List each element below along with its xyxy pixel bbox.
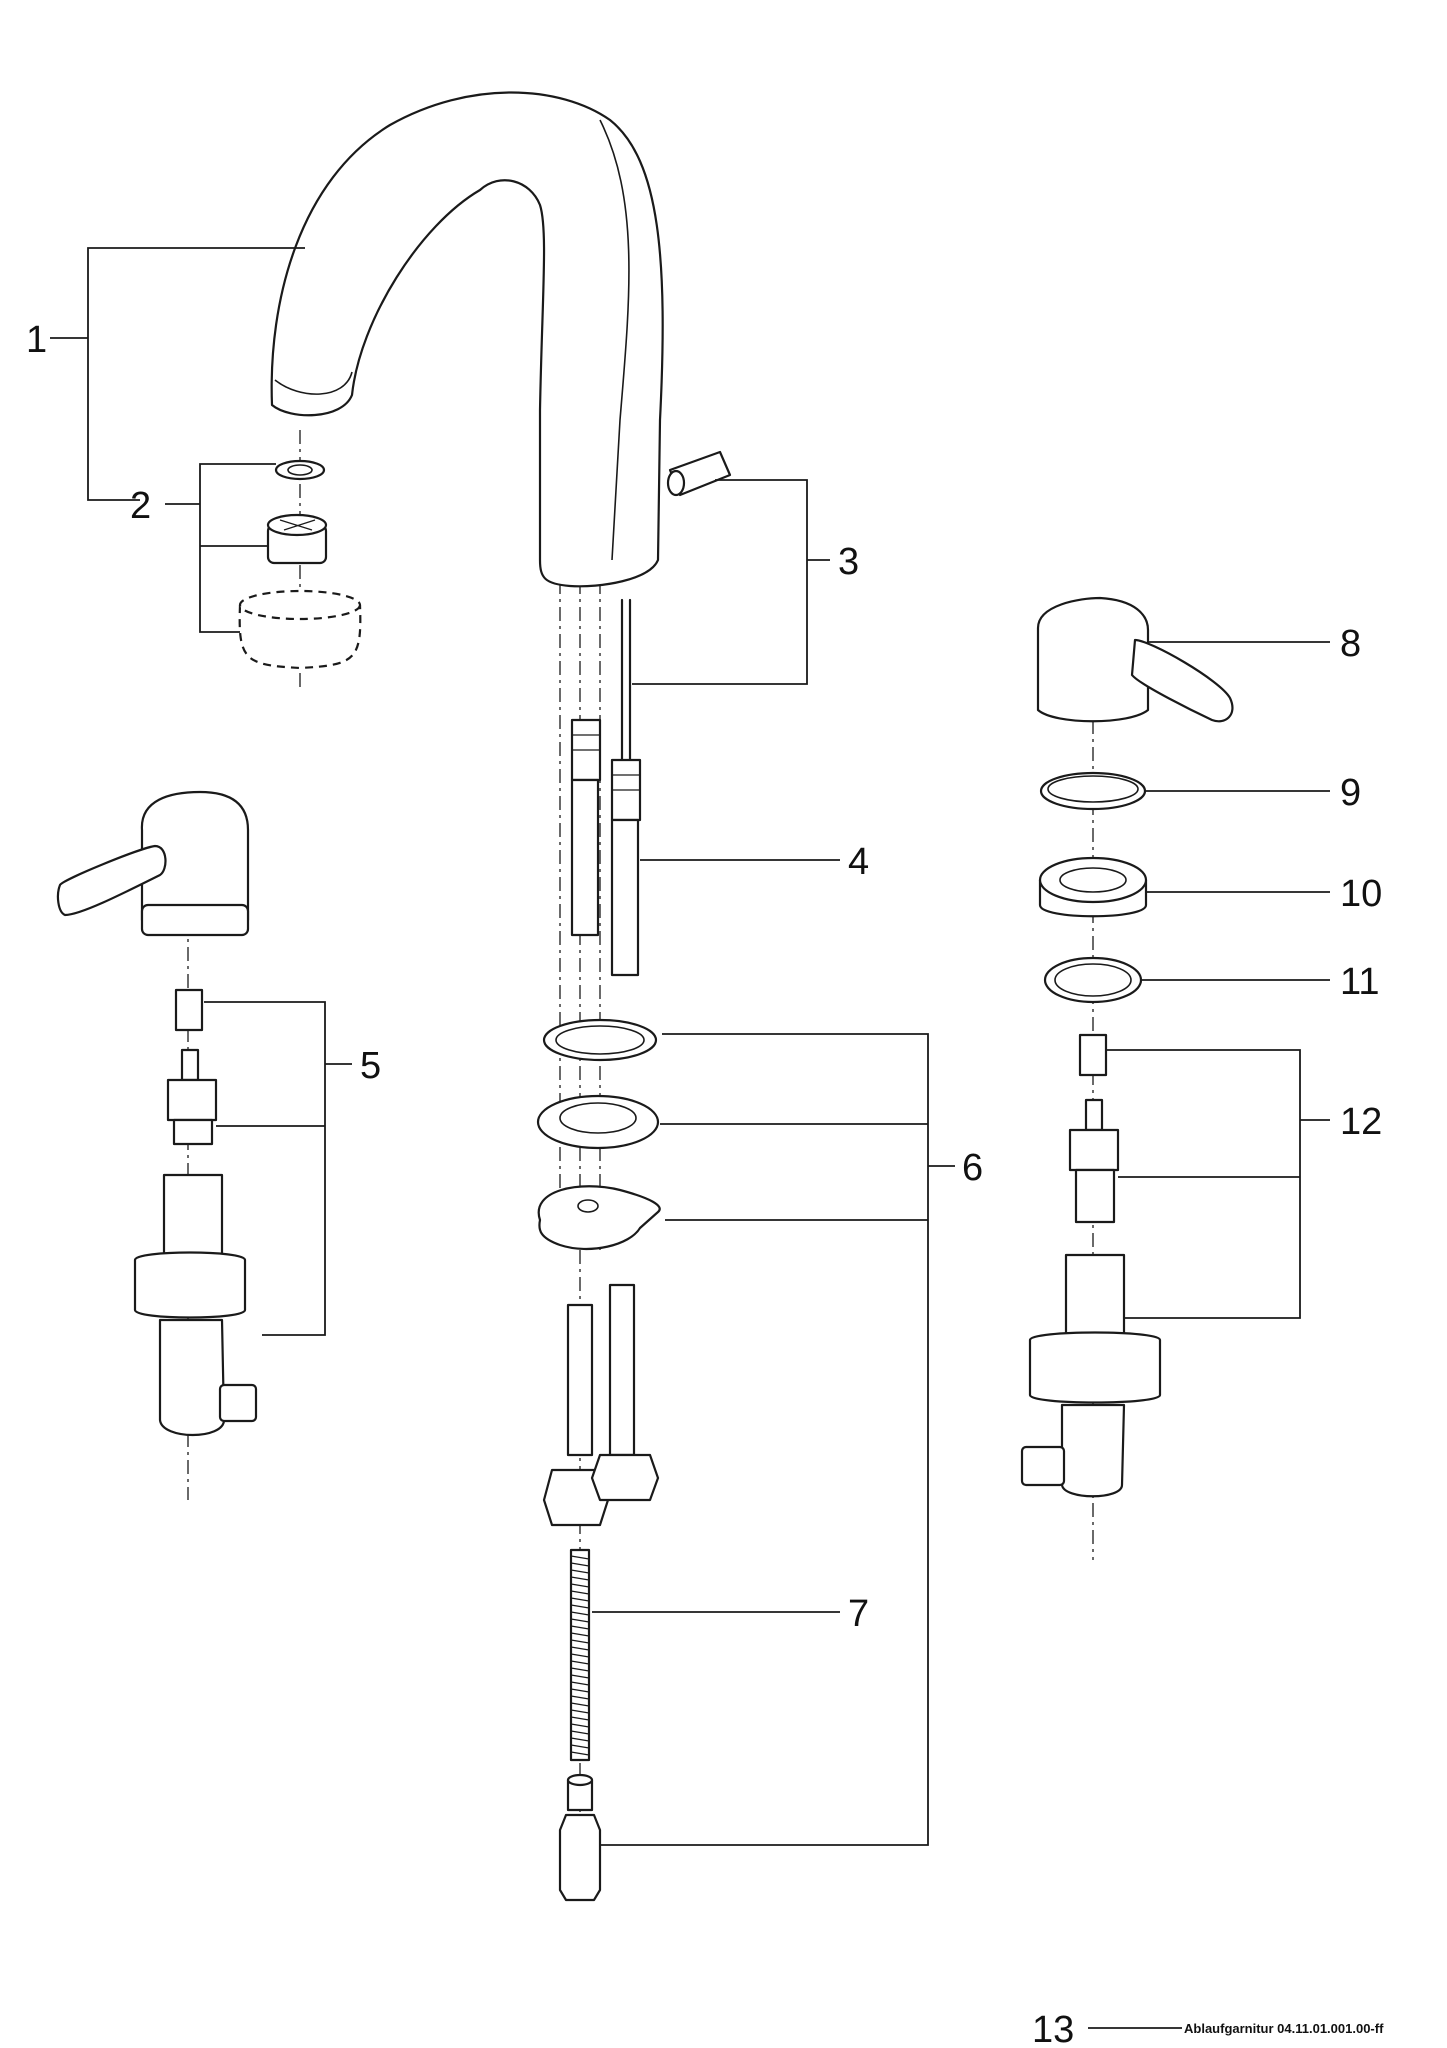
spout [270,91,664,588]
supply-hoses-lower [542,1283,660,1527]
leader-lines [50,247,1330,2029]
callout-11: 11 [1340,961,1379,1003]
callout-4: 4 [848,841,869,883]
callout-3: 3 [838,541,859,583]
fixing-nut [558,1773,602,1902]
callout-10: 10 [1340,873,1382,915]
o-ring [1039,771,1147,811]
left-valve-assembly [133,988,258,1436]
callout-9: 9 [1340,772,1361,814]
callout-numbers: 1 2 3 4 5 6 7 8 9 10 11 12 13 Ablaufgarn… [26,319,1384,2048]
callout-1: 1 [26,319,47,361]
right-valve-assembly [1020,1033,1162,1498]
callout-5: 5 [360,1045,381,1087]
cover-sleeve [1038,856,1148,918]
callout-12: 12 [1340,1101,1382,1143]
lift-rod [620,450,732,762]
mounting-washers [536,1018,661,1251]
footer-note: Ablaufgarnitur 04.11.01.001.00-ff [1184,2021,1384,2036]
right-handle [1036,596,1234,723]
callout-2: 2 [130,485,151,527]
aerator-assembly [238,459,362,670]
callout-13: 13 [1032,2009,1074,2048]
callout-6: 6 [962,1147,983,1189]
callout-8: 8 [1340,623,1361,665]
supply-hoses-upper [570,718,642,977]
callout-7: 7 [848,1593,869,1635]
threaded-rod [569,1548,591,1762]
sealing-washer [1043,956,1143,1004]
left-handle [56,790,250,937]
